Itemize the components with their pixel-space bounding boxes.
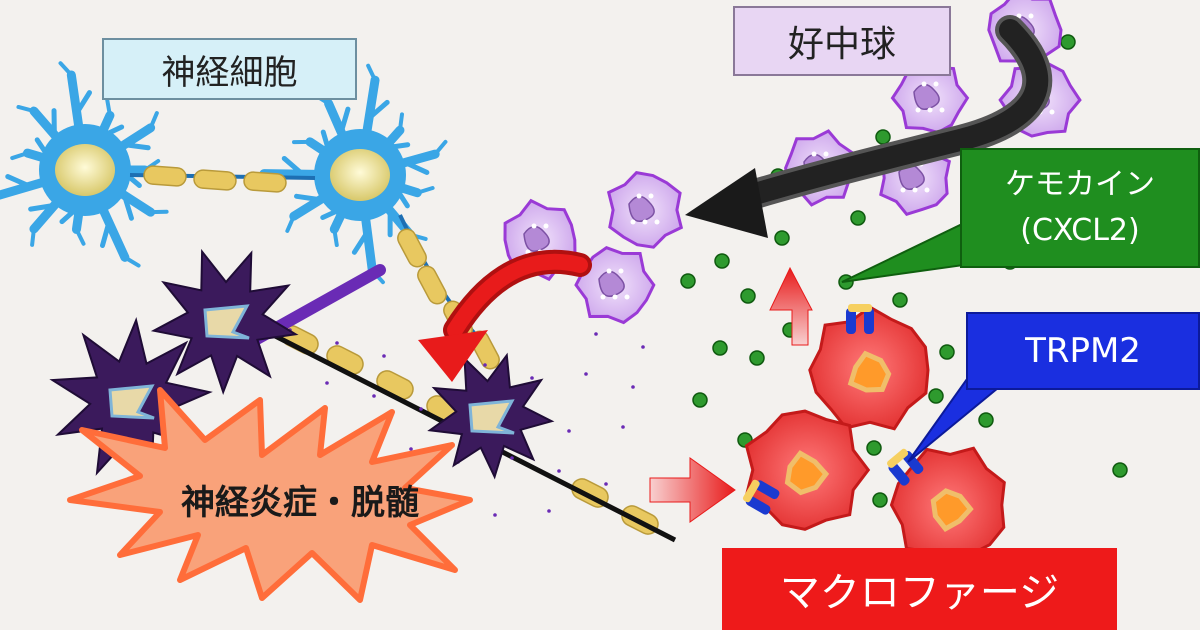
neuron-cell-icon	[0, 61, 169, 268]
damaged-cell-icon	[427, 352, 555, 480]
chemokine-dot-icon	[892, 292, 908, 308]
chemokine-dot-icon	[692, 392, 708, 408]
chemokine-dot-icon	[774, 230, 790, 246]
trpm2-channel-icon	[846, 304, 874, 334]
chemokine-dot-icon	[714, 253, 730, 269]
neutrophil-cell-icon	[606, 170, 684, 249]
chemokine-dot-icon	[712, 340, 728, 356]
chemokine-dot-icon	[866, 440, 882, 456]
label-trpm2: TRPM2	[966, 312, 1200, 390]
macrophage-cell-icon	[808, 305, 930, 431]
label-neuron: 神経細胞	[102, 38, 357, 100]
explosion-burst-icon	[67, 387, 473, 603]
chemokine-dot-icon	[1112, 462, 1128, 478]
damaged-cell-icon	[150, 248, 299, 395]
macrophage-cell-icon	[744, 409, 871, 531]
chemokine-dot-icon	[740, 288, 756, 304]
chemokine-dot-icon	[928, 388, 944, 404]
damaged-cell-icon	[49, 316, 213, 481]
macrophage-cells	[742, 304, 1006, 568]
label-macrophage: マクロファージ	[722, 548, 1117, 630]
arrowhead-black-icon	[685, 168, 768, 238]
macrophage-cell-icon	[889, 446, 1006, 568]
neutrophil-cell-icon	[574, 246, 656, 325]
neuron-cell-icon	[248, 63, 448, 285]
neuron-cell	[0, 61, 659, 535]
trpm2-channel-icon	[887, 448, 924, 486]
chemokine-dot-icon	[680, 273, 696, 289]
chemokine-dot-icon	[872, 492, 888, 508]
label-chemokine-code: (CXCL2)	[1020, 213, 1140, 248]
trpm2-channel-icon	[742, 479, 780, 515]
chemokine-dot-icon	[1060, 34, 1076, 50]
chemokine-dot-icon	[749, 350, 765, 366]
arrowhead-red-icon	[418, 330, 488, 382]
label-chemokine: ケモカイン (CXCL2)	[960, 148, 1200, 268]
label-inflammation: 神経炎症・脱髄	[181, 482, 419, 523]
label-chemokine-name: ケモカイン	[1005, 167, 1155, 202]
label-neutrophil: 好中球	[733, 6, 951, 76]
chemokine-dot-icon	[875, 129, 891, 145]
arrow-to-macrophage	[649, 457, 736, 523]
chemokine-dot-icon	[850, 210, 866, 226]
chemokine-dot-icon	[978, 412, 994, 428]
arrow-chemokine-release	[769, 266, 813, 346]
damaged-cells	[49, 248, 555, 481]
chemokine-dot-icon	[939, 344, 955, 360]
